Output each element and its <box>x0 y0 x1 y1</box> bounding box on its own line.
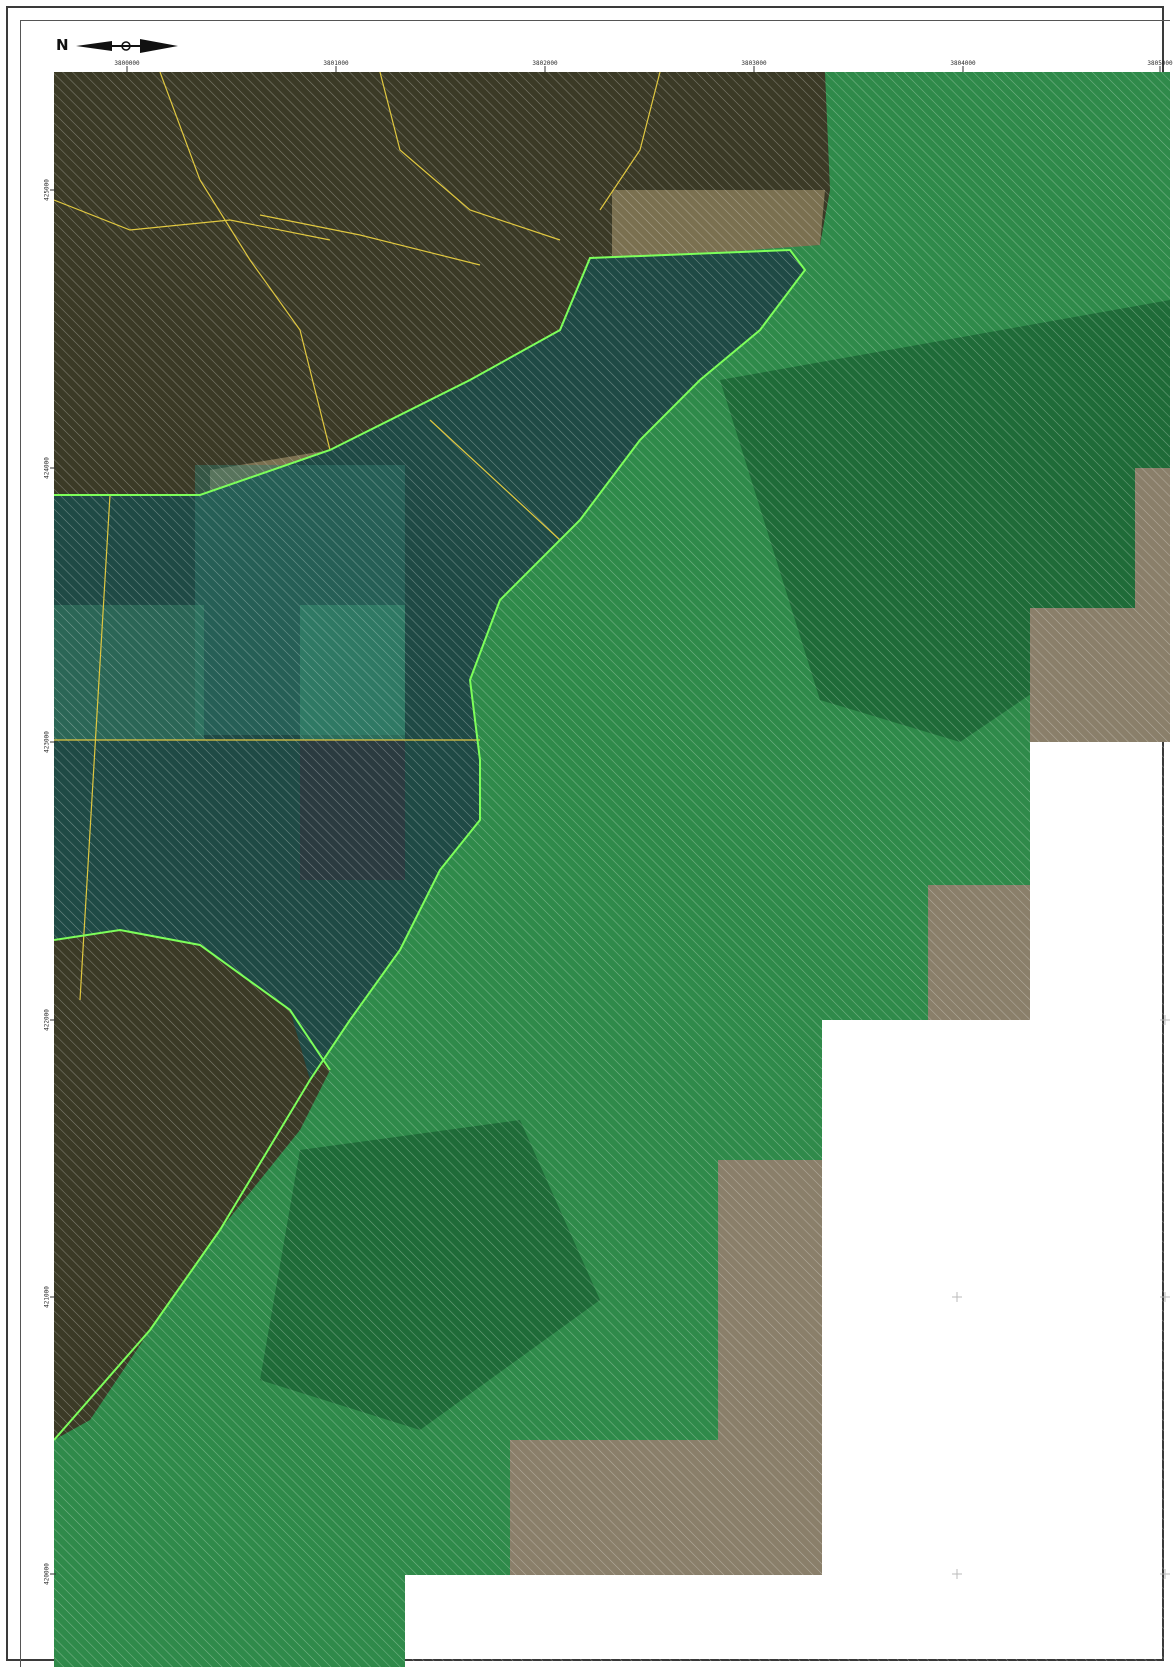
hatch-overlay <box>54 72 1170 1667</box>
y-tick-label: 423000 <box>43 731 51 753</box>
x-tick-marks <box>126 66 1161 72</box>
map-neatline <box>20 20 1170 1667</box>
north-letter: N <box>56 36 69 54</box>
parcel-outline <box>54 928 331 1071</box>
x-tick-label: 3804000 <box>950 60 976 67</box>
y-tick-label: 421000 <box>43 1286 51 1308</box>
x-tick-label: 3803000 <box>741 60 767 67</box>
x-tick-label: 3800000 <box>114 60 140 67</box>
boundary-lines <box>54 72 661 1001</box>
y-tick-label: 422000 <box>43 1009 51 1031</box>
y-tick-label: 424000 <box>43 457 51 479</box>
map-layers <box>54 72 1170 1667</box>
x-tick-label: 3801000 <box>323 60 349 67</box>
y-tick-label: 420000 <box>43 1563 51 1585</box>
north-arrow-icon <box>76 39 178 53</box>
shore-outline <box>54 248 807 1441</box>
y-tick-label: 425000 <box>43 179 51 201</box>
graticule-crosses <box>952 1015 1170 1579</box>
x-tick-label: 3805000 <box>1147 60 1173 67</box>
y-tick-marks <box>50 189 56 1575</box>
x-tick-label: 3802000 <box>532 60 558 67</box>
